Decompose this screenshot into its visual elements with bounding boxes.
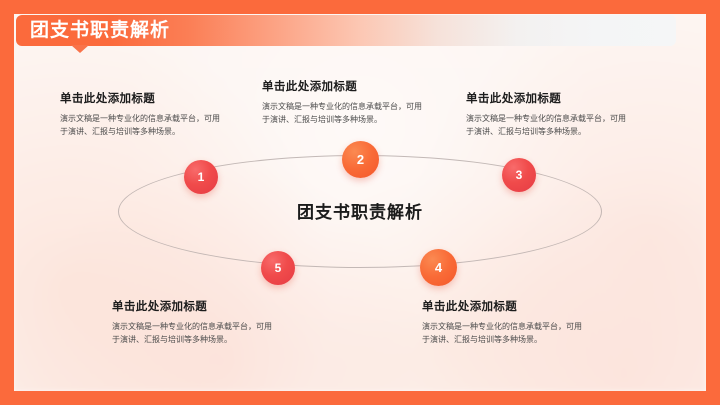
node-circle-2[interactable]: 2 [342, 141, 379, 178]
title-banner [16, 15, 676, 46]
node-circle-1[interactable]: 1 [184, 160, 218, 194]
text-block-3-title: 单击此处添加标题 [466, 93, 562, 105]
text-block-2-body: 演示文稿是一种专业化的信息承载平台，可用于演讲、汇报与培训等多种场景。 [262, 102, 422, 124]
text-block-1-body: 演示文稿是一种专业化的信息承载平台，可用于演讲、汇报与培训等多种场景。 [60, 114, 220, 136]
node-circle-4[interactable]: 4 [420, 249, 457, 286]
page-title: 团支书职责解析 [30, 20, 171, 41]
node-circle-3[interactable]: 3 [502, 158, 536, 192]
text-block-3[interactable]: 单击此处添加标题 演示文稿是一种专业化的信息承载平台，可用于演讲、汇报与培训等多… [466, 90, 628, 138]
text-block-1[interactable]: 单击此处添加标题 演示文稿是一种专业化的信息承载平台，可用于演讲、汇报与培训等多… [60, 90, 222, 138]
text-block-2[interactable]: 单击此处添加标题 演示文稿是一种专业化的信息承载平台，可用于演讲、汇报与培训等多… [262, 78, 424, 126]
text-block-5[interactable]: 单击此处添加标题 演示文稿是一种专业化的信息承载平台，可用于演讲、汇报与培训等多… [422, 298, 584, 346]
text-block-4-title: 单击此处添加标题 [112, 301, 208, 313]
text-block-3-body: 演示文稿是一种专业化的信息承载平台，可用于演讲、汇报与培训等多种场景。 [466, 114, 626, 136]
text-block-1-title: 单击此处添加标题 [60, 93, 156, 105]
text-block-4[interactable]: 单击此处添加标题 演示文稿是一种专业化的信息承载平台，可用于演讲、汇报与培训等多… [112, 298, 274, 346]
node-circle-5[interactable]: 5 [261, 251, 295, 285]
text-block-5-body: 演示文稿是一种专业化的信息承载平台，可用于演讲、汇报与培训等多种场景。 [422, 322, 582, 344]
banner-notch-icon [71, 45, 89, 53]
text-block-4-body: 演示文稿是一种专业化的信息承载平台，可用于演讲、汇报与培训等多种场景。 [112, 322, 272, 344]
text-block-2-title: 单击此处添加标题 [262, 81, 358, 93]
center-title: 团支书职责解析 [297, 203, 423, 222]
text-block-5-title: 单击此处添加标题 [422, 301, 518, 313]
